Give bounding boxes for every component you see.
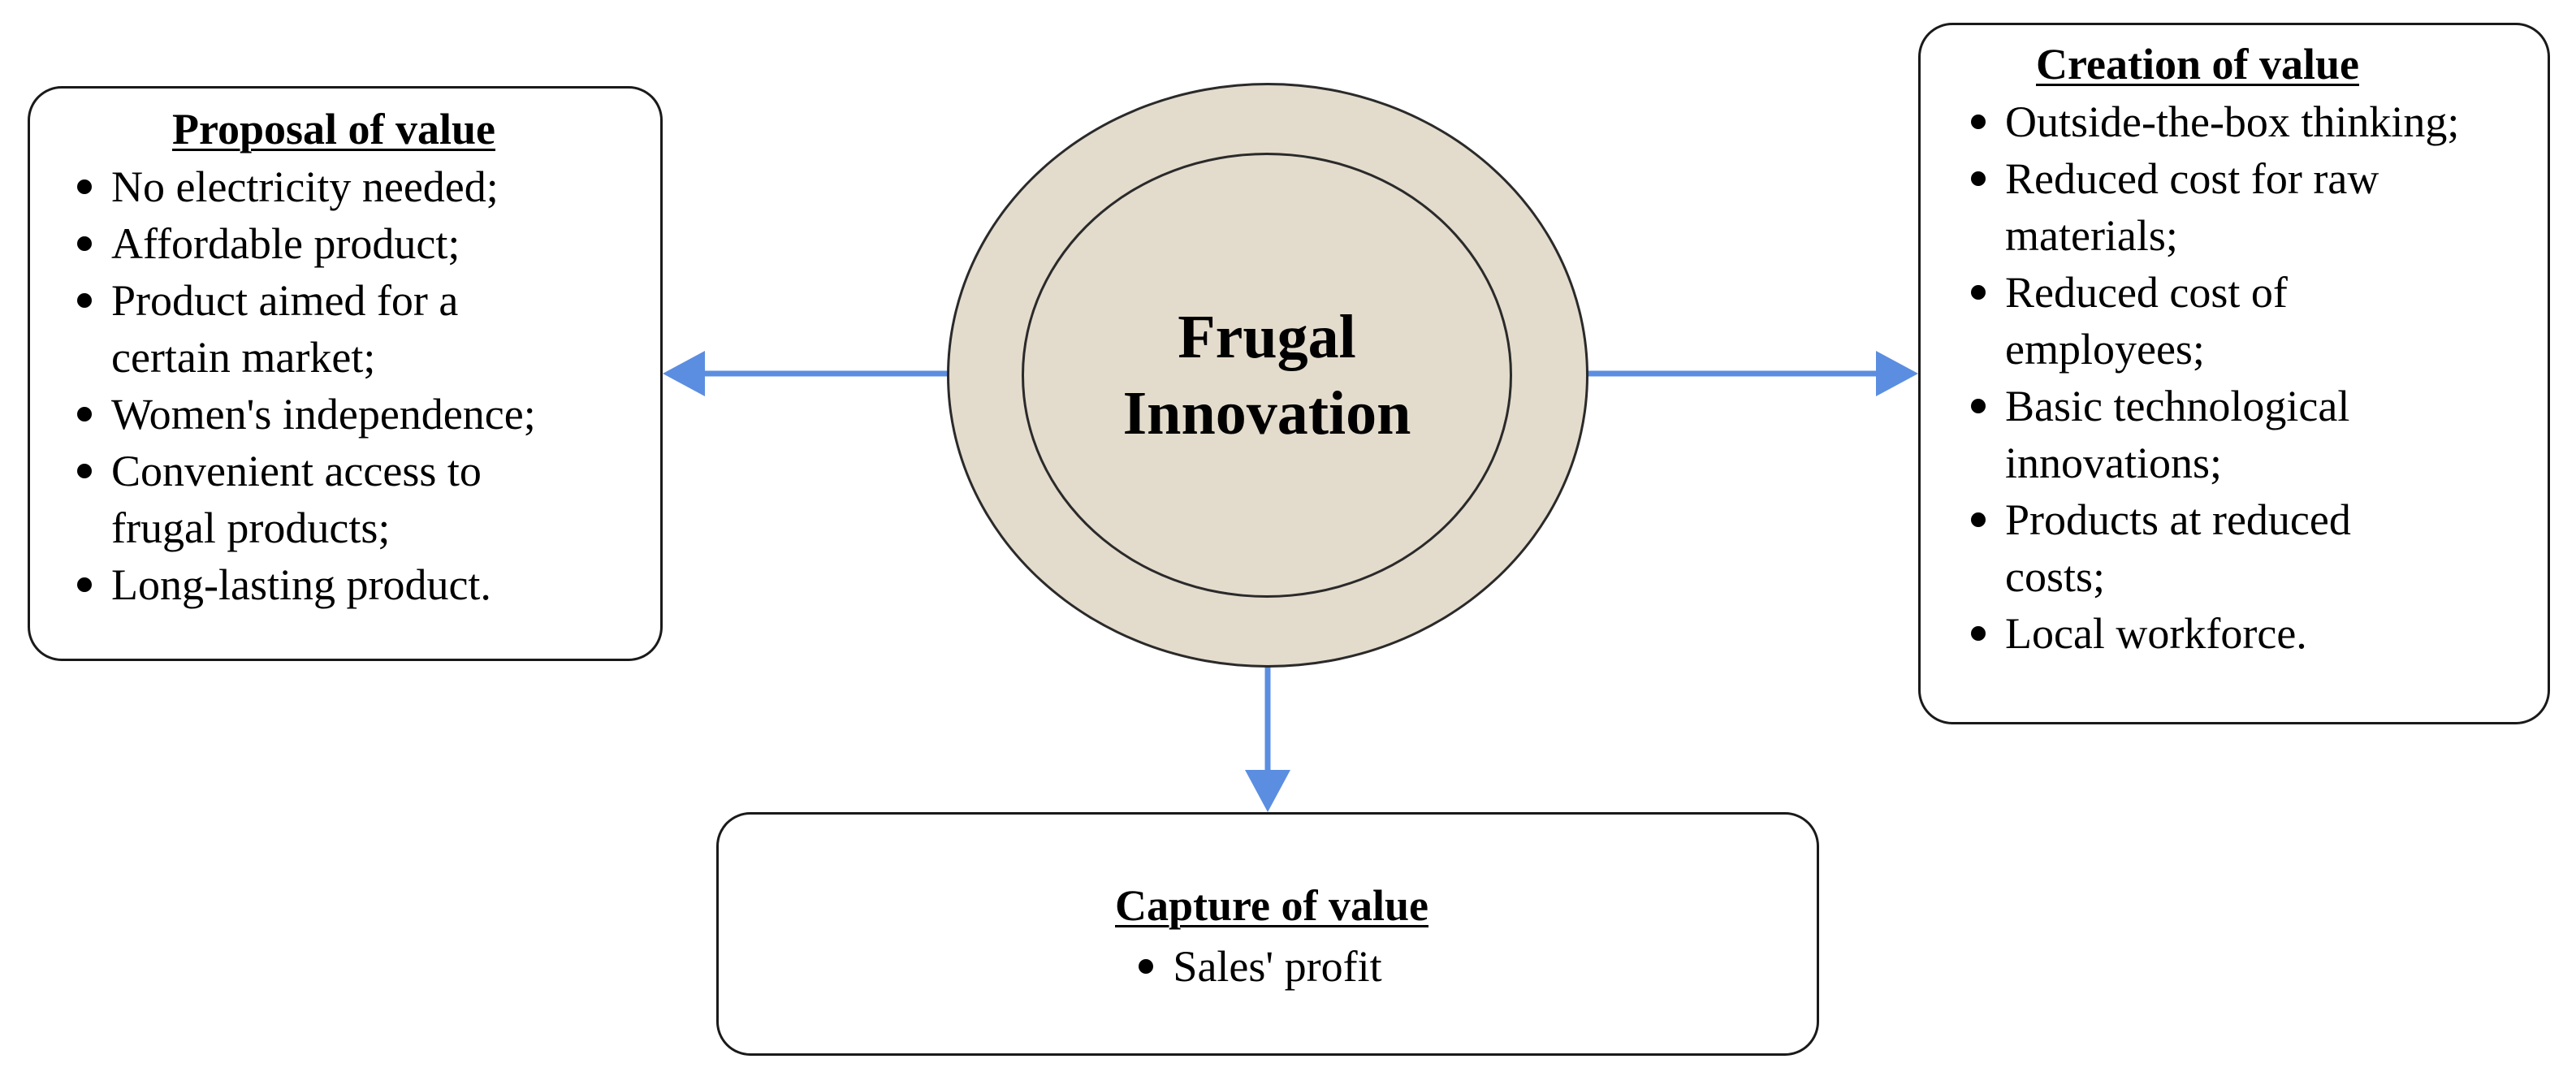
bullet-icon (77, 179, 92, 194)
bullet-icon (1139, 959, 1154, 974)
list-item-text: Long-lasting product. (111, 560, 491, 609)
bullet-icon (77, 577, 92, 592)
list-item-text: No electricity needed; (111, 162, 499, 211)
bullet-icon (1971, 285, 1986, 300)
list-item-text: Affordable product; (111, 219, 460, 268)
list-item-text: Outside-the-box thinking; (2005, 97, 2460, 146)
proposal-list: No electricity needed; Affordable produc… (76, 158, 644, 613)
list-item: Local workforce. (1969, 605, 2539, 662)
bullet-icon (77, 407, 92, 421)
list-item: Sales' profit (1137, 938, 1382, 995)
list-item: Long-lasting product. (76, 556, 644, 613)
bullet-icon (1971, 399, 1986, 413)
creation-list: Outside-the-box thinking; Reduced cost f… (1969, 93, 2539, 662)
bullet-icon (77, 293, 92, 308)
bullet-icon (1971, 512, 1986, 527)
creation-of-value-box: Creation of value Outside-the-box thinki… (1918, 23, 2550, 724)
bullet-icon (77, 236, 92, 251)
arrow-head-creation (1876, 351, 1918, 396)
list-item: Products at reduced costs; (1969, 491, 2539, 605)
list-item: Outside-the-box thinking; (1969, 93, 2539, 150)
bullet-icon (1971, 115, 1986, 129)
capture-of-value-box: Capture of value Sales' profit (716, 812, 1819, 1056)
hub-title-line2: Innovation (1122, 379, 1411, 447)
list-item: Basic technological innovations; (1969, 378, 2539, 491)
list-item-text: Women's independence; (111, 390, 536, 439)
list-item-text: Reduced cost of employees; (2005, 268, 2288, 374)
hub-title-line1: Frugal (1178, 303, 1356, 371)
list-item: Reduced cost for raw materials; (1969, 150, 2539, 264)
list-item-text: Basic technological innovations; (2005, 382, 2350, 487)
bullet-icon (77, 464, 92, 478)
list-item: Convenient access to frugal products; (76, 443, 644, 556)
list-item: No electricity needed; (76, 158, 644, 215)
list-item-text: Products at reduced costs; (2005, 495, 2351, 601)
arrow-head-proposal (663, 351, 705, 396)
list-item-text: Reduced cost for raw materials; (2005, 154, 2379, 260)
list-item: Product aimed for a certain market; (76, 272, 644, 386)
arrow-head-capture (1245, 770, 1290, 812)
capture-list: Sales' profit (1137, 938, 1382, 995)
bullet-icon (1971, 626, 1986, 641)
frugal-innovation-inner-circle: Frugal Innovation (1022, 153, 1512, 598)
capture-of-value-title: Capture of value (1115, 881, 1428, 930)
list-item-text: Product aimed for a certain market; (111, 276, 459, 382)
proposal-of-value-title: Proposal of value (171, 105, 495, 153)
creation-of-value-title: Creation of value (2036, 40, 2359, 89)
list-item: Reduced cost of employees; (1969, 264, 2539, 378)
list-item-text: Sales' profit (1173, 942, 1382, 991)
list-item: Women's independence; (76, 386, 644, 443)
list-item: Affordable product; (76, 215, 644, 272)
list-item-text: Local workforce. (2005, 609, 2307, 658)
proposal-of-value-box: Proposal of value No electricity needed;… (28, 86, 663, 661)
list-item-text: Convenient access to frugal products; (111, 447, 482, 552)
bullet-icon (1971, 171, 1986, 186)
